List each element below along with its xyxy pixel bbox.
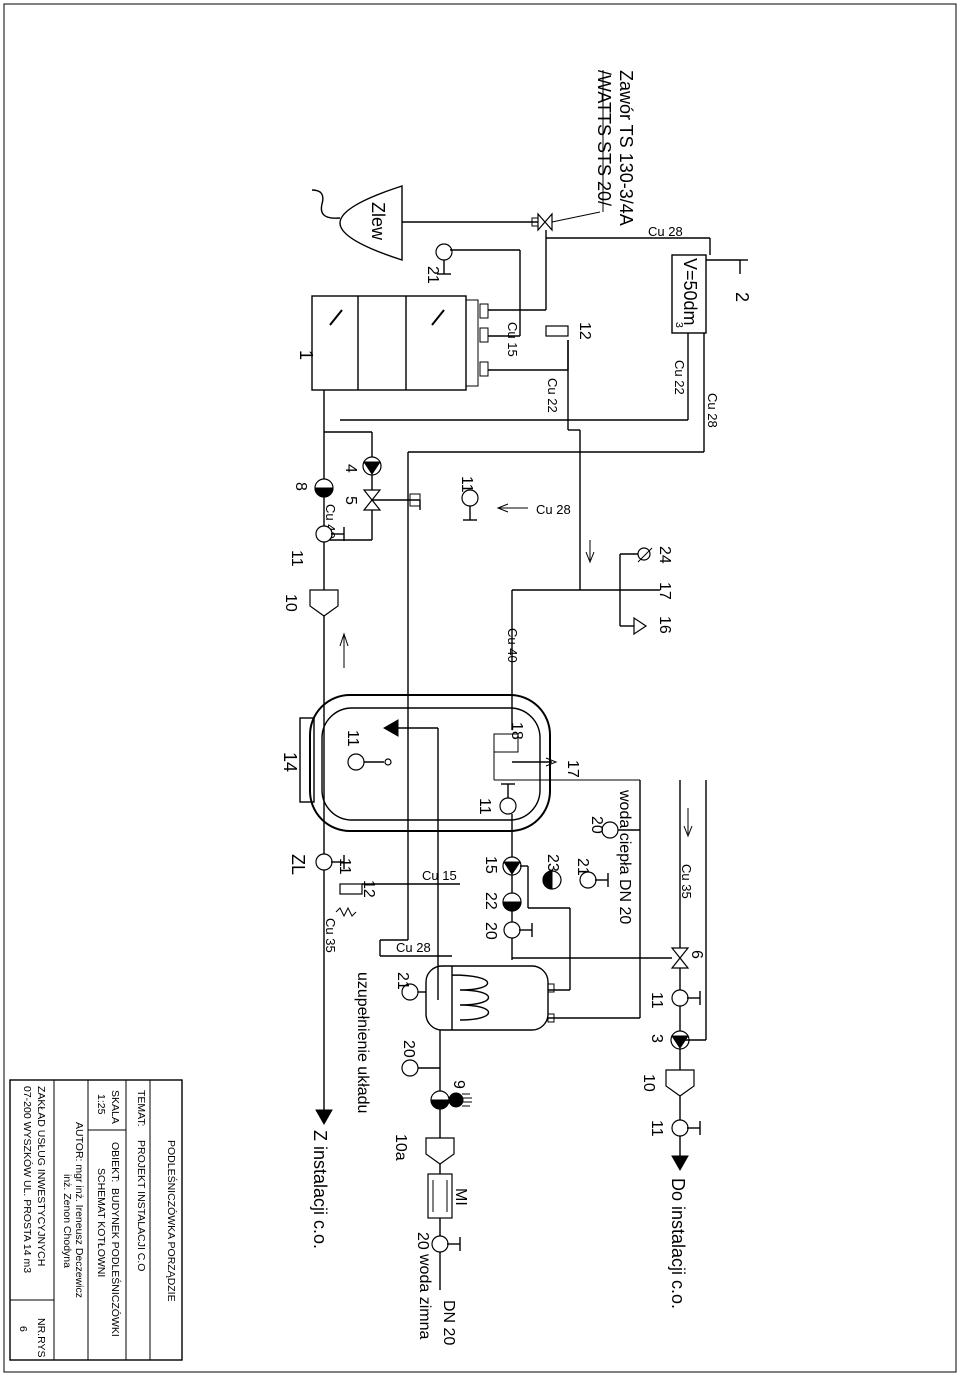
gauge-21-right-label: 21 bbox=[574, 858, 591, 876]
valve-11-left-label: 11 bbox=[288, 550, 305, 567]
hot-20-label: 20 bbox=[588, 816, 605, 834]
tb-object: BUDYNEK PODLEŚNICZÓWKI bbox=[109, 1188, 122, 1337]
pipe-cu28-top: Cu 28 bbox=[648, 224, 683, 239]
coil-tank bbox=[425, 965, 555, 1031]
tb-firm1: ZAKŁAD USŁUG INWESTYCYJNYCH bbox=[35, 1086, 47, 1266]
pipe-cu15-top: Cu 15 bbox=[505, 322, 520, 357]
filter-10a-label: 10a bbox=[392, 1134, 409, 1161]
tb-scale: 1:25 bbox=[95, 1094, 107, 1115]
tb-author2: inż. Zenon Chodyna bbox=[61, 1174, 73, 1268]
tank-label-sup: 3 bbox=[673, 322, 685, 328]
tb-firm2: 07-200 WYSZKÓW UL. PROSTA 14 m3 bbox=[21, 1086, 34, 1273]
pipe-cu28-mid: Cu 28 bbox=[536, 502, 571, 517]
expansion-tank bbox=[671, 254, 748, 334]
cold-water-dn-label: DN 20 bbox=[440, 1300, 457, 1345]
pump-3-label: 3 bbox=[648, 1034, 665, 1043]
meter-20-label: 20 bbox=[482, 922, 499, 940]
valve-9-label: 9 bbox=[450, 1080, 467, 1089]
tb-drawing-no: 6 bbox=[17, 1326, 29, 1332]
cold-water-label: woda zimna bbox=[416, 1253, 433, 1339]
from-installation-label: Z instalacji c.o. bbox=[310, 1130, 330, 1249]
valve-11-zl-label: 11 bbox=[336, 858, 353, 875]
tb-object-label: OBIEKT: bbox=[109, 1142, 121, 1182]
boiler-number: 1 bbox=[296, 350, 316, 360]
thermostatic-valve bbox=[531, 211, 601, 232]
tb-scheme: SCHEMAT KOTŁOWNI bbox=[95, 1168, 107, 1277]
valve-title-line2: /WATTS STS 20/ bbox=[594, 70, 614, 206]
pipe-cu28-tank: Cu 28 bbox=[705, 393, 720, 428]
vent-12-bottom-label: 12 bbox=[360, 880, 377, 898]
pipe-cu15-bottom: Cu 15 bbox=[422, 868, 457, 883]
gauge-21-coil-label: 21 bbox=[394, 972, 411, 990]
pipe-cu35-left: Cu 35 bbox=[323, 918, 338, 953]
tb-scale-label: SKALA bbox=[109, 1090, 121, 1124]
to-installation-label: Do instalacji c.o. bbox=[668, 1178, 688, 1309]
pipe-cu35-right: Cu 35 bbox=[679, 864, 694, 899]
filter-10-right-label: 10 bbox=[640, 1074, 657, 1092]
relief-17-label: 17 bbox=[656, 582, 673, 600]
sink-label: Zlew bbox=[368, 202, 388, 241]
tb-author: AUTOR: mgr inż. Ireneusz Deczewicz bbox=[73, 1122, 85, 1298]
hot-water-label: woda ciepła DN 20 bbox=[616, 789, 633, 924]
valve-title-line1: Zawór TS 130-3/4A bbox=[616, 70, 636, 226]
boiler bbox=[311, 295, 489, 391]
mi-label: MI bbox=[452, 1188, 469, 1206]
tb-topic: PROJEKT INSTALACJI C.O bbox=[135, 1140, 147, 1271]
meter-22-label: 22 bbox=[482, 892, 499, 910]
safety-valve-16-label: 16 bbox=[656, 616, 673, 634]
meter-20-cold-label: 20 bbox=[414, 1232, 431, 1250]
valve-11-mid-label: 11 bbox=[458, 476, 475, 493]
valve-6-label: 6 bbox=[688, 950, 705, 959]
valve-11-bottom-label: 11 bbox=[476, 798, 493, 815]
sink bbox=[311, 185, 546, 261]
pipe-cu40-right: Cu 40 bbox=[505, 628, 520, 663]
storage-14-label: 14 bbox=[280, 752, 300, 772]
tb-company: PODLEŚNICZÓWKA PORZĄDZIE bbox=[165, 1140, 178, 1302]
filter-10-label: 10 bbox=[282, 594, 299, 612]
refill-label: uzupełnienie układu bbox=[354, 972, 371, 1113]
pipe-cu22-tank: Cu 22 bbox=[672, 360, 687, 395]
title-block: PODLEŚNICZÓWKA PORZĄDZIE TEMAT: PROJEKT … bbox=[9, 1079, 183, 1361]
meter-23-label: 23 bbox=[544, 854, 561, 872]
diagram-body: 1 Zlew Zawór TS 130-3/4A /WATTS STS 20/ … bbox=[280, 70, 752, 1345]
thermometer-24-label: 24 bbox=[656, 546, 673, 564]
gauge-21-label: 21 bbox=[424, 266, 441, 284]
tb-topic-label: TEMAT: bbox=[135, 1090, 147, 1127]
storage-tank bbox=[299, 694, 551, 832]
meter-8-label: 8 bbox=[292, 482, 309, 491]
pipe-cu28-bottom: Cu 28 bbox=[396, 940, 431, 955]
tank-label: V=50dm bbox=[680, 258, 700, 326]
valve-11-tank-label: 11 bbox=[344, 730, 361, 747]
pipe-cu22-boiler: Cu 22 bbox=[545, 378, 560, 413]
tb-drawing-no-label: NR.RYS bbox=[35, 1318, 47, 1357]
valve-5-label: 5 bbox=[342, 496, 359, 505]
zl-label: ZL bbox=[288, 854, 308, 875]
sensor-18-label: 18 bbox=[508, 722, 525, 740]
tank-number: 2 bbox=[732, 292, 752, 302]
valve-11-right-label: 11 bbox=[648, 992, 665, 1009]
sheet-frame bbox=[3, 3, 957, 1373]
vent-12-label: 12 bbox=[576, 322, 593, 340]
pump-4-label: 4 bbox=[342, 464, 359, 473]
valve-11-right-lower-label: 11 bbox=[648, 1120, 665, 1137]
pump-15-label: 15 bbox=[482, 856, 499, 874]
outlet-17-label: 17 bbox=[564, 760, 581, 778]
meter-20-coil-label: 20 bbox=[400, 1040, 417, 1058]
